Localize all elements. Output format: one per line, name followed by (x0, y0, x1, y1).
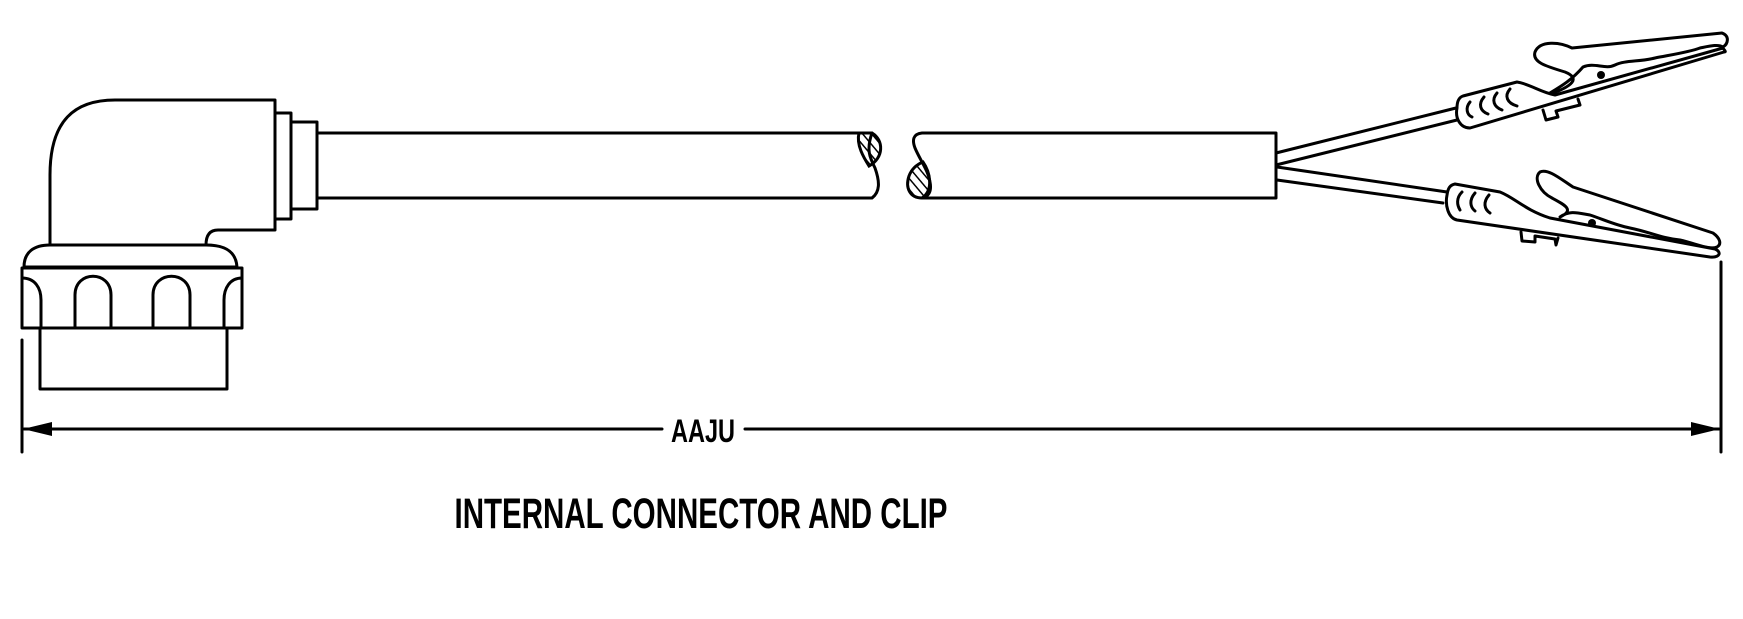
clip-jaw-upper (1533, 31, 1729, 98)
clip-pivot-upper (1597, 71, 1605, 79)
clip-pivot-lower (1588, 219, 1596, 227)
cable-break-hatch-right (906, 160, 932, 200)
clip-body-upper (1455, 46, 1727, 130)
dimension-label: AAJU (671, 413, 735, 449)
connector-collar-inner (289, 120, 319, 211)
cable-break-hatch-left (856, 131, 883, 168)
alligator-clip-lower (1275, 165, 1722, 259)
clip-tab-lower (1519, 230, 1560, 247)
cable-left-segment (315, 131, 880, 200)
clip-body-lower (1444, 182, 1721, 259)
clip-grip-ridges-upper (1465, 87, 1519, 119)
right-angle-connector (20, 98, 319, 391)
connector-collar-outer (273, 111, 293, 221)
clip-grip-ridges-lower (1456, 190, 1492, 215)
clip-tab-upper (1541, 97, 1582, 122)
coupling-nut-knurls (20, 274, 244, 330)
connector-insert (38, 326, 229, 391)
lead-wire-lower (1275, 165, 1449, 205)
arrowhead-left (23, 422, 52, 436)
overall-length-dimension: AAJU (20, 260, 1723, 454)
arrowhead-right (1691, 422, 1720, 436)
clip-jaw-lower (1535, 169, 1722, 250)
coupling-nut (20, 266, 244, 330)
lead-wire-upper (1274, 106, 1459, 167)
cable (315, 131, 1278, 200)
connector-elbow (48, 98, 277, 247)
diagram-title: INTERNAL CONNECTOR AND CLIP (455, 490, 948, 538)
alligator-clip-upper (1274, 31, 1729, 167)
cable-right-segment (912, 131, 1278, 200)
coupling-nut-top (22, 243, 239, 269)
